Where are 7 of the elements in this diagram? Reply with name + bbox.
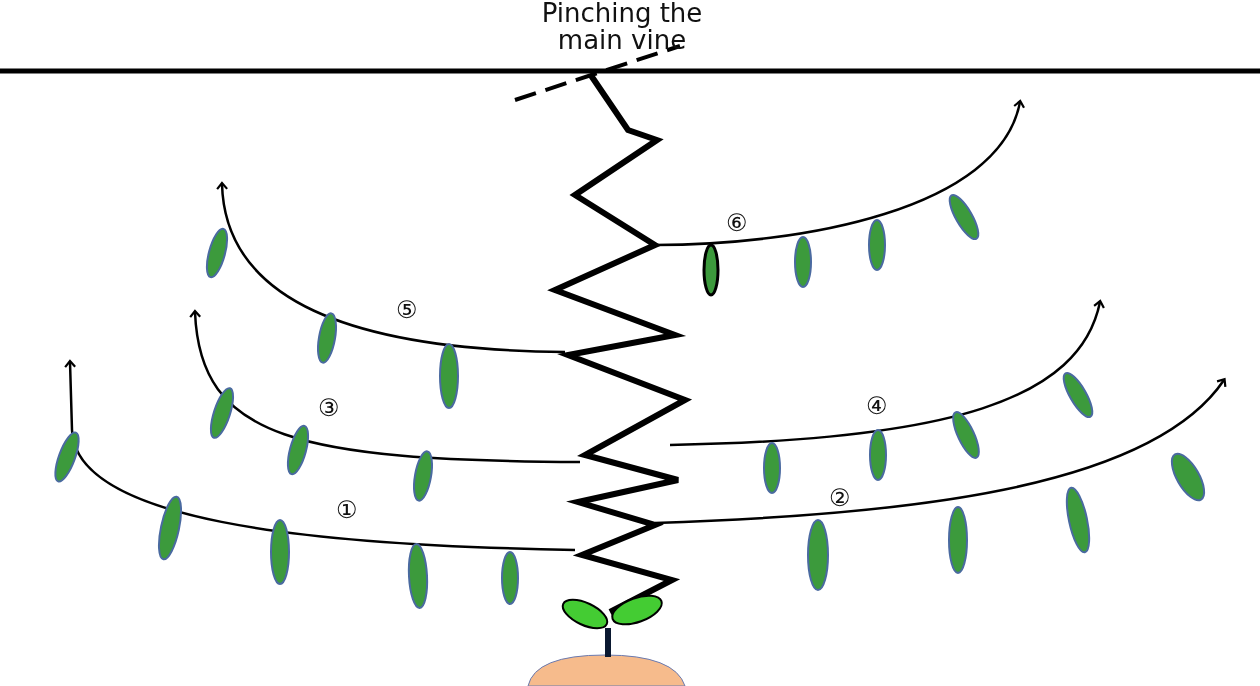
callout-number: ⑥ (726, 211, 748, 237)
callout-number: ⑤ (396, 298, 418, 324)
callout-number: ① (336, 498, 358, 524)
annotation-text: Pinching the main vine (540, 0, 704, 55)
callout-number: ④ (866, 394, 888, 420)
callout-number: ② (829, 486, 851, 512)
callout-number: ③ (318, 396, 340, 422)
